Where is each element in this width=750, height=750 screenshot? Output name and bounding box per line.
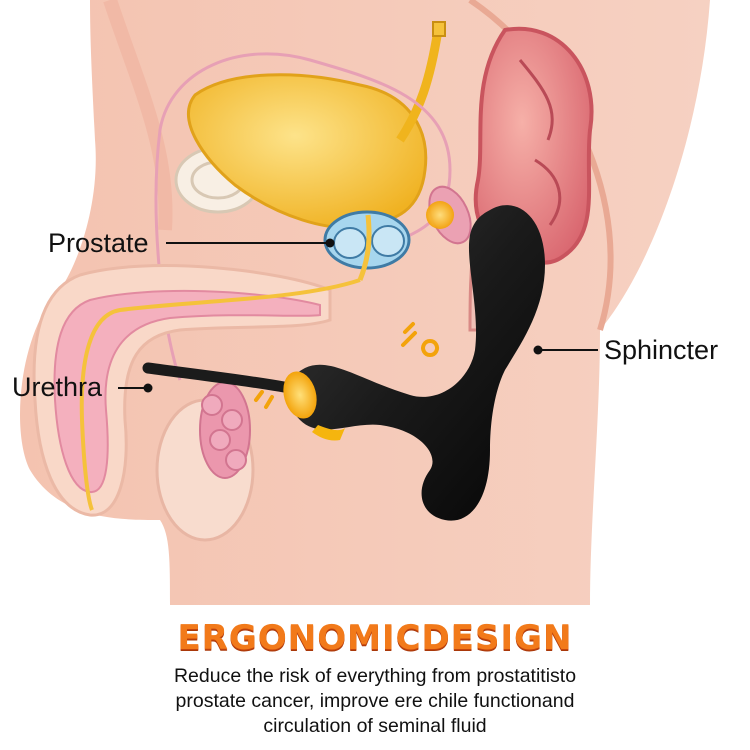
epididymis-coil	[209, 429, 231, 451]
epididymis-coil	[225, 449, 247, 471]
ureter	[396, 29, 443, 143]
sphincter-leader-dot	[533, 345, 543, 355]
device-vibration-button	[283, 371, 317, 419]
prostatic-urethra	[357, 214, 372, 281]
headline: ERGONOMICDESIGN	[177, 618, 573, 658]
label-prostate: Prostate	[48, 228, 149, 258]
corpus-cavernosum	[53, 289, 321, 494]
prostate-lobe	[371, 225, 405, 257]
label-urethra: Urethra	[12, 372, 103, 402]
label-sphincter: Sphincter	[604, 335, 719, 365]
prostate-leader-dot	[325, 238, 335, 248]
vas-deferens	[154, 52, 452, 381]
description: Reduce the risk of everything from prost…	[0, 664, 750, 739]
epididymis-coil	[201, 394, 223, 416]
urethra-tube	[79, 278, 361, 511]
prostate-vibration-glow	[426, 201, 454, 229]
prostate-lobe	[333, 227, 367, 259]
epididymis-coil	[221, 409, 243, 431]
bladder	[187, 73, 428, 230]
rectum	[473, 26, 594, 265]
description-line: prostate cancer, improve ere chile funct…	[175, 690, 575, 712]
description-line: Reduce the risk of everything from prost…	[173, 665, 577, 687]
rectum-fold	[518, 59, 562, 226]
device-accent-stripe	[312, 425, 345, 441]
vibration-wave-icon	[254, 390, 274, 409]
abdominal-wall	[103, 0, 173, 231]
ureter-opening	[432, 21, 446, 37]
device-body	[288, 205, 545, 521]
description-line: circulation of seminal fluid	[263, 715, 487, 737]
vibration-wave-icon	[401, 322, 440, 357]
